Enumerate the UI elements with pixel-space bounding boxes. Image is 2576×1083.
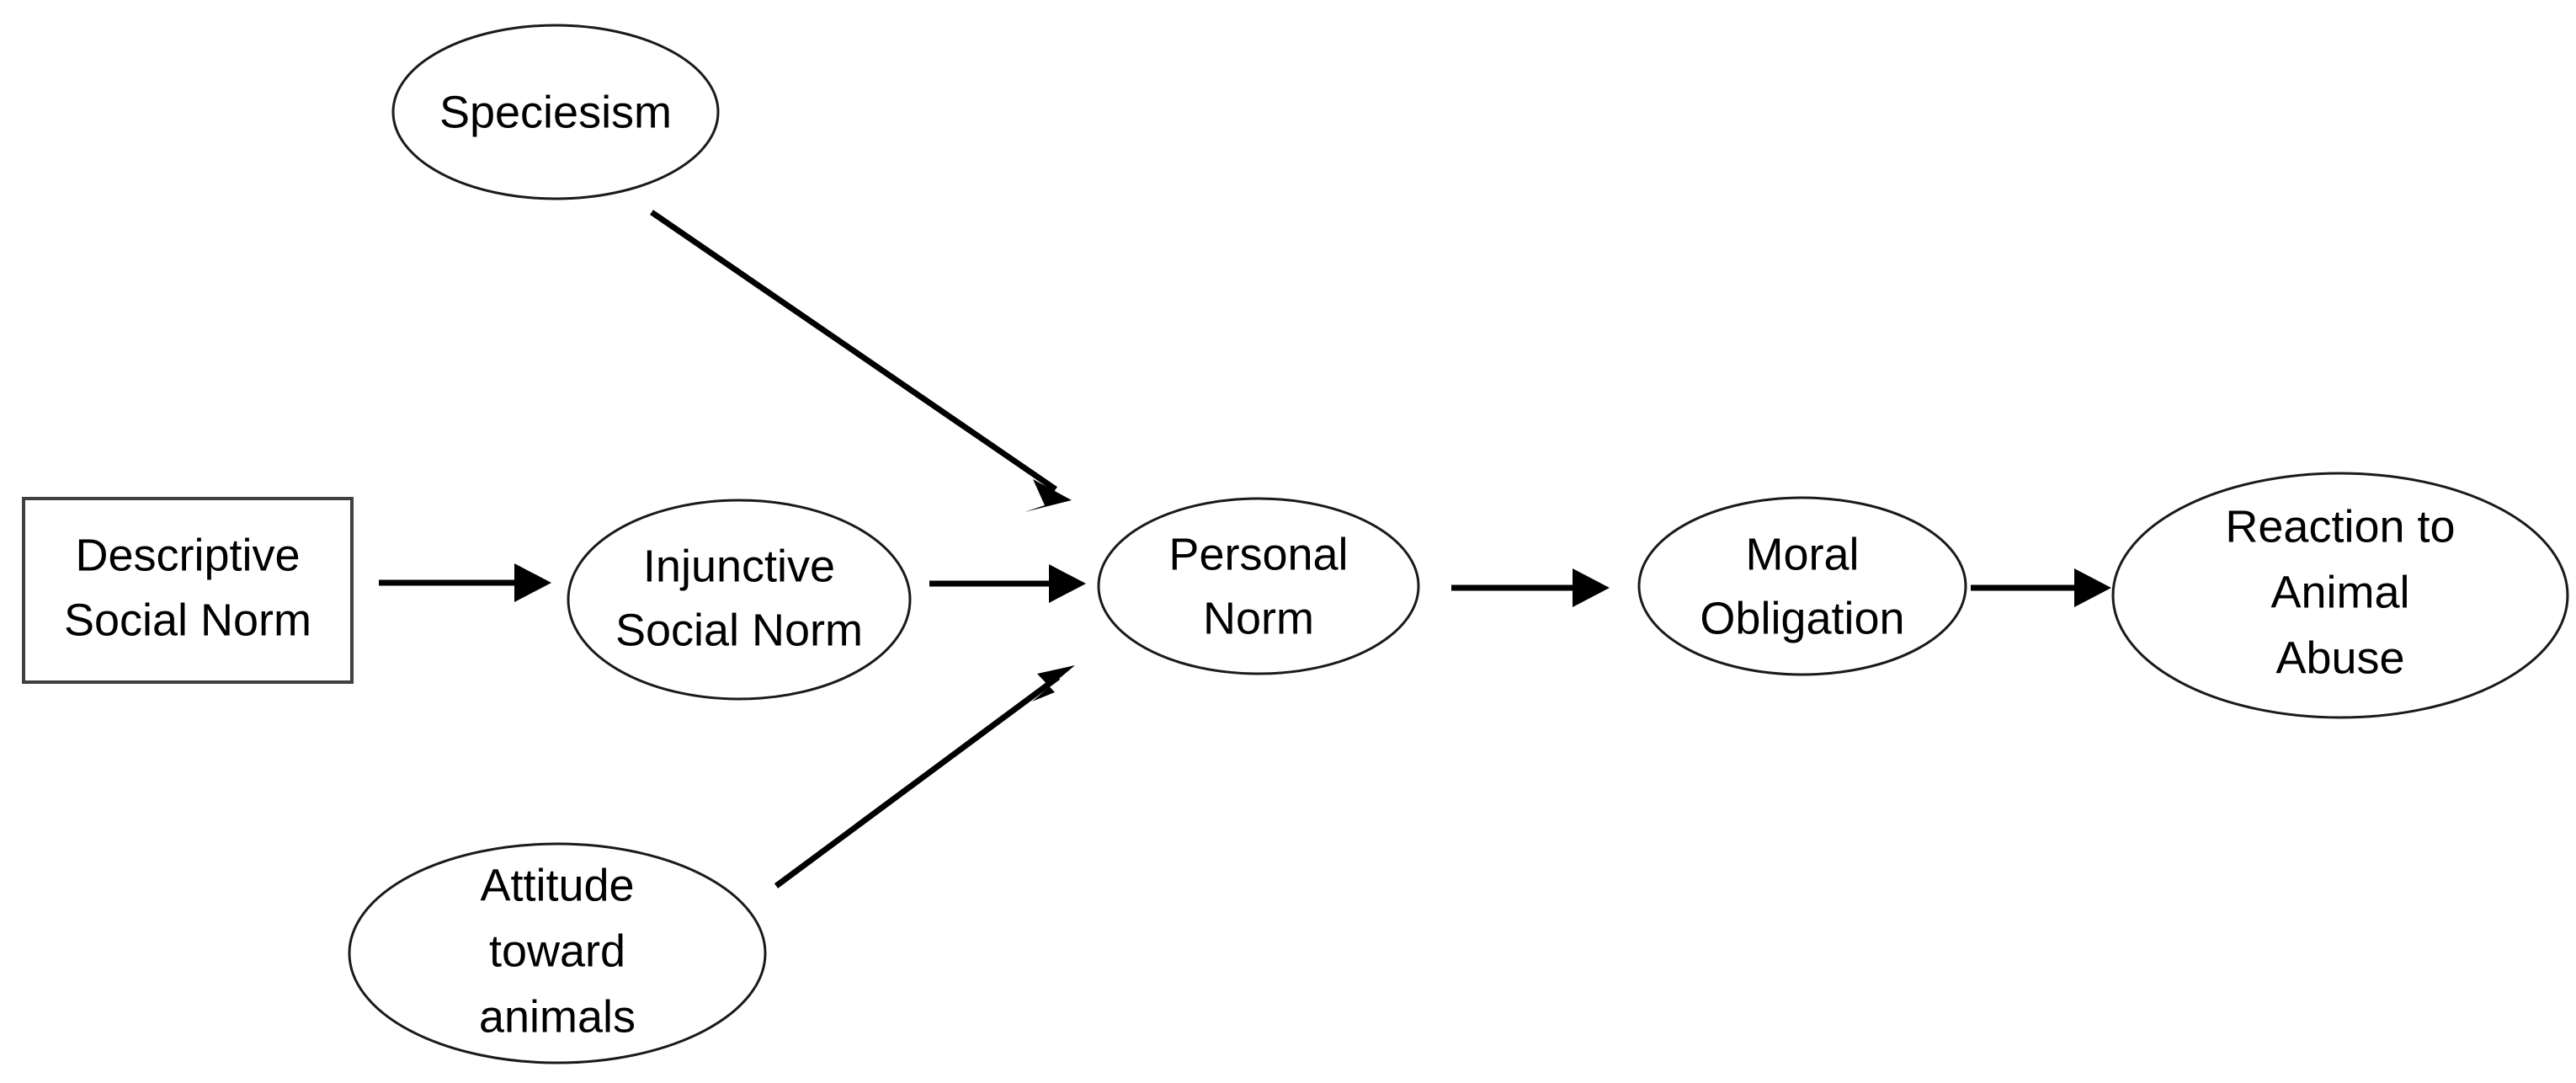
node-label-reaction-line-2: Animal: [2270, 567, 2409, 617]
arrow-head-icon: [1025, 479, 1072, 512]
edge-speciesism-to-personal-norm[interactable]: [650, 210, 1072, 512]
node-label-reaction-line-1: Reaction to: [2225, 501, 2455, 552]
node-label-injunctive-line-2: Social Norm: [615, 605, 863, 655]
node-reaction-to-animal-abuse[interactable]: Reaction to Animal Abuse: [2111, 472, 2569, 719]
edge-injunctive-to-personal-norm[interactable]: [929, 564, 1086, 603]
edge-line: [774, 675, 1061, 888]
node-shape-rectangle: [22, 497, 354, 684]
edge-personal-norm-to-moral-obligation[interactable]: [1451, 568, 1610, 607]
node-personal-norm[interactable]: Personal Norm: [1097, 497, 1420, 675]
node-label-moral-obligation-line-1: Moral: [1745, 529, 1859, 579]
arrow-head-icon: [1573, 568, 1610, 607]
node-label-attitude-line-1: Attitude: [480, 860, 634, 910]
node-label-personal-norm-line-1: Personal: [1168, 529, 1348, 579]
edge-attitude-to-personal-norm[interactable]: [774, 665, 1075, 888]
node-attitude-toward-animals[interactable]: Attitude toward animals: [348, 842, 767, 1064]
node-label-attitude-line-3: animals: [479, 991, 636, 1042]
node-label-descriptive-line-2: Social Norm: [64, 595, 311, 645]
edge-descriptive-to-injunctive[interactable]: [379, 563, 551, 602]
node-label-attitude-line-2: toward: [489, 926, 625, 976]
node-label-personal-norm-line-2: Norm: [1203, 593, 1314, 643]
arrow-head-icon: [2074, 568, 2111, 607]
edge-moral-obligation-to-reaction[interactable]: [1971, 568, 2111, 607]
arrow-head-icon: [1049, 564, 1086, 603]
arrow-head-icon: [514, 563, 551, 602]
node-label-reaction-line-3: Abuse: [2275, 632, 2404, 683]
node-shape-ellipse: [1637, 496, 1967, 676]
node-label-moral-obligation-line-2: Obligation: [1700, 593, 1904, 643]
node-label-speciesism: Speciesism: [439, 87, 672, 137]
node-moral-obligation[interactable]: Moral Obligation: [1637, 496, 1967, 676]
node-label-descriptive-line-1: Descriptive: [75, 530, 300, 580]
node-speciesism[interactable]: Speciesism: [391, 24, 720, 200]
nodes-layer: Speciesism Descriptive Social Norm Injun…: [22, 24, 2569, 1064]
node-shape-ellipse: [1097, 497, 1420, 675]
edges-layer: [379, 210, 2111, 888]
node-shape-ellipse: [567, 499, 912, 701]
node-shape-ellipse: [2111, 472, 2569, 719]
node-descriptive-social-norm[interactable]: Descriptive Social Norm: [22, 497, 354, 684]
node-shape-ellipse: [348, 842, 767, 1064]
node-injunctive-social-norm[interactable]: Injunctive Social Norm: [567, 499, 912, 701]
edge-line: [650, 210, 1057, 492]
node-label-injunctive-line-1: Injunctive: [643, 541, 835, 591]
arrow-head-icon: [1032, 665, 1075, 702]
node-shape-ellipse: [391, 24, 720, 200]
